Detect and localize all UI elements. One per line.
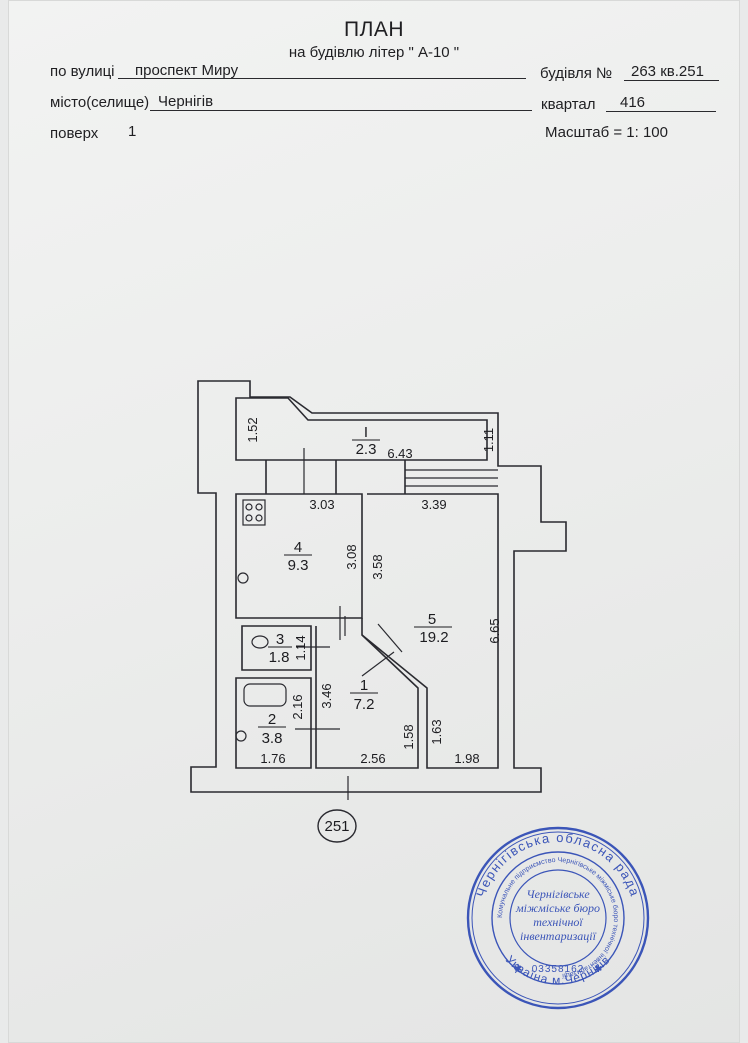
room-area-3: 1.8 [269,649,290,666]
dimension-label: 1.76 [260,751,285,766]
street-value: проспект Миру [135,62,239,79]
stamp-center-line: міжміське бюро [515,901,600,915]
dimension-label: 3.39 [421,497,446,512]
street-label: по вулиці [50,63,115,80]
room-number-I: I [364,424,368,441]
dimension-label: 1.14 [293,635,308,660]
quarter-underline [606,111,716,112]
dimension-label: 1.11 [481,428,496,452]
stamp-code: 03358162 [532,964,585,975]
room-area-2: 3.8 [262,730,283,747]
room-area-4: 9.3 [288,557,309,574]
city-underline [150,110,532,111]
building-value: 263 кв.251 [631,63,704,80]
floor-value: 1 [128,123,137,140]
stamp-center-line: інвентаризації [520,929,597,943]
room-number-3: 3 [276,631,284,648]
floor-label: поверх [50,125,99,142]
dimension-label: 2.56 [360,751,385,766]
quarter-label: квартал [541,96,596,113]
city-value: Чернігів [158,93,214,110]
room-number-4: 4 [294,539,302,556]
dimension-label: 6.43 [387,446,412,461]
dimension-label: 3.58 [370,554,385,579]
room-area-I: 2.3 [356,441,377,458]
svg-text:✱: ✱ [514,964,522,975]
stamp-center-line: технічної [533,915,583,929]
apartment-number: 251 [324,818,349,835]
dimension-label: 1.98 [454,751,479,766]
dimension-label: 1.52 [245,417,260,442]
room-number-2: 2 [268,711,276,728]
scale-label: Масштаб = 1: 100 [545,124,668,141]
street-underline [118,78,526,79]
room-labels: I 2.3 4 9.3 5 19.2 3 1.8 1 7.2 2 3.8 [258,424,452,747]
city-label: місто(селище) [50,94,150,111]
dimension-label: 3.03 [309,497,334,512]
quarter-value: 416 [620,94,646,111]
room-area-1: 7.2 [354,696,375,713]
dimension-label: 2.16 [290,694,305,719]
dimension-label: 1.63 [429,719,444,744]
stamp-center-line: Чернігівське [526,887,590,901]
room-number-1: 1 [360,677,368,694]
dimension-label: 6.65 [487,618,502,643]
building-label: будівля № [540,65,613,82]
document-sheet [8,0,740,1043]
svg-text:✱: ✱ [594,964,602,975]
document-subtitle: на будівлю літер " А-10 " [288,44,460,61]
room-number-5: 5 [428,611,436,628]
building-underline [624,80,719,81]
dimension-label: 3.08 [344,544,359,569]
dimension-label: 1.58 [401,724,416,749]
apartment-number-marker: 251 [317,809,357,843]
room-area-5: 19.2 [419,629,448,646]
dimension-labels: 1.52 6.43 1.11 3.03 3.39 3.08 3.58 6.65 … [245,417,502,766]
document-title: ПЛАН [343,18,405,41]
bti-stamp: Чернігівська обласна рада Україна м.Черн… [466,826,650,1010]
dimension-label: 3.46 [319,683,334,708]
